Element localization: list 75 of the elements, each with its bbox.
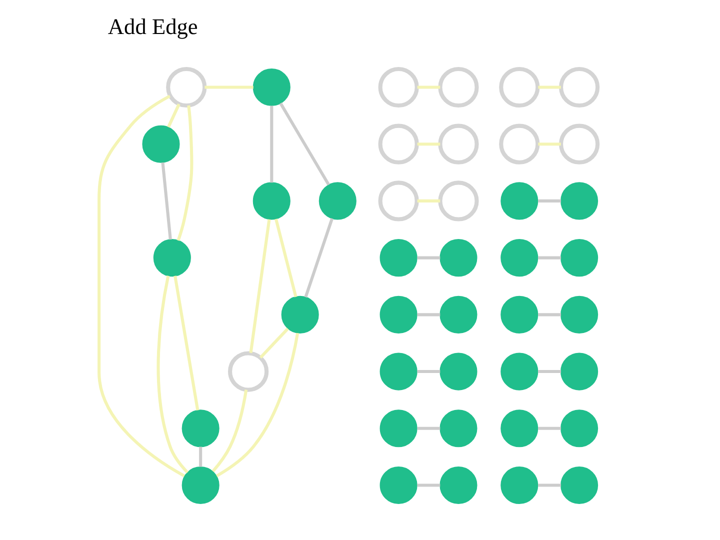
node-circle <box>558 66 600 108</box>
node-circle <box>378 124 418 164</box>
node-circle <box>142 125 180 163</box>
node-circle <box>152 239 190 277</box>
connector <box>416 313 440 316</box>
node-circle <box>181 466 219 504</box>
node-circle <box>166 66 206 108</box>
node-circle <box>228 351 268 392</box>
connector <box>304 218 334 298</box>
node-circle <box>500 352 538 390</box>
node-circle <box>439 239 477 277</box>
connector <box>258 328 288 359</box>
connector <box>538 313 560 316</box>
node-circle <box>560 239 598 277</box>
connector <box>211 389 248 472</box>
node-circle <box>378 180 418 222</box>
connector <box>166 103 180 128</box>
node-circle <box>438 180 478 222</box>
node-circle <box>560 296 598 334</box>
connector <box>278 102 330 186</box>
node-circle <box>379 352 417 390</box>
connector <box>204 86 253 89</box>
connector <box>538 370 560 374</box>
connector <box>416 370 440 374</box>
node-circle <box>378 66 418 108</box>
connector <box>270 106 273 183</box>
connector <box>538 86 560 89</box>
node-circle <box>500 466 538 504</box>
node-circle <box>252 182 290 220</box>
node-circle <box>498 66 540 108</box>
connector <box>538 426 560 430</box>
connector <box>156 276 188 474</box>
node-circle <box>280 296 318 334</box>
connector <box>176 105 193 242</box>
connector <box>538 142 560 146</box>
node-circle <box>498 124 540 164</box>
connector <box>248 219 270 354</box>
node-circle <box>439 352 477 390</box>
node-circle <box>439 466 477 504</box>
connector <box>160 162 172 240</box>
node-circle <box>379 466 417 504</box>
node-circle <box>500 410 538 448</box>
node-circle <box>500 182 538 220</box>
connector <box>538 256 560 260</box>
connector <box>416 86 440 89</box>
connector <box>274 218 297 298</box>
node-circle <box>379 296 417 334</box>
node-circle <box>560 410 598 448</box>
connector <box>416 484 440 487</box>
node-circle <box>379 410 417 448</box>
node-circle <box>379 239 417 277</box>
connector <box>416 426 440 430</box>
connector <box>538 199 560 202</box>
node-circle <box>439 410 477 448</box>
connector <box>416 142 440 146</box>
node-circle <box>438 66 478 108</box>
node-circle <box>560 466 598 504</box>
diagram-title: Add Edge <box>107 14 198 40</box>
connector <box>215 332 299 478</box>
node-circle <box>500 239 538 277</box>
connector <box>173 276 199 410</box>
node-circle <box>438 124 478 164</box>
node-circle <box>500 296 538 334</box>
connector <box>416 256 440 260</box>
node-circle <box>560 352 598 390</box>
node-circle <box>181 410 219 448</box>
node-circle <box>560 182 598 220</box>
connector <box>198 446 202 467</box>
node-circle <box>439 296 477 334</box>
connector <box>538 484 560 487</box>
connector <box>416 199 440 202</box>
node-circle <box>318 182 356 220</box>
node-circle <box>252 68 290 106</box>
node-circle <box>558 124 600 164</box>
connector <box>97 94 185 478</box>
